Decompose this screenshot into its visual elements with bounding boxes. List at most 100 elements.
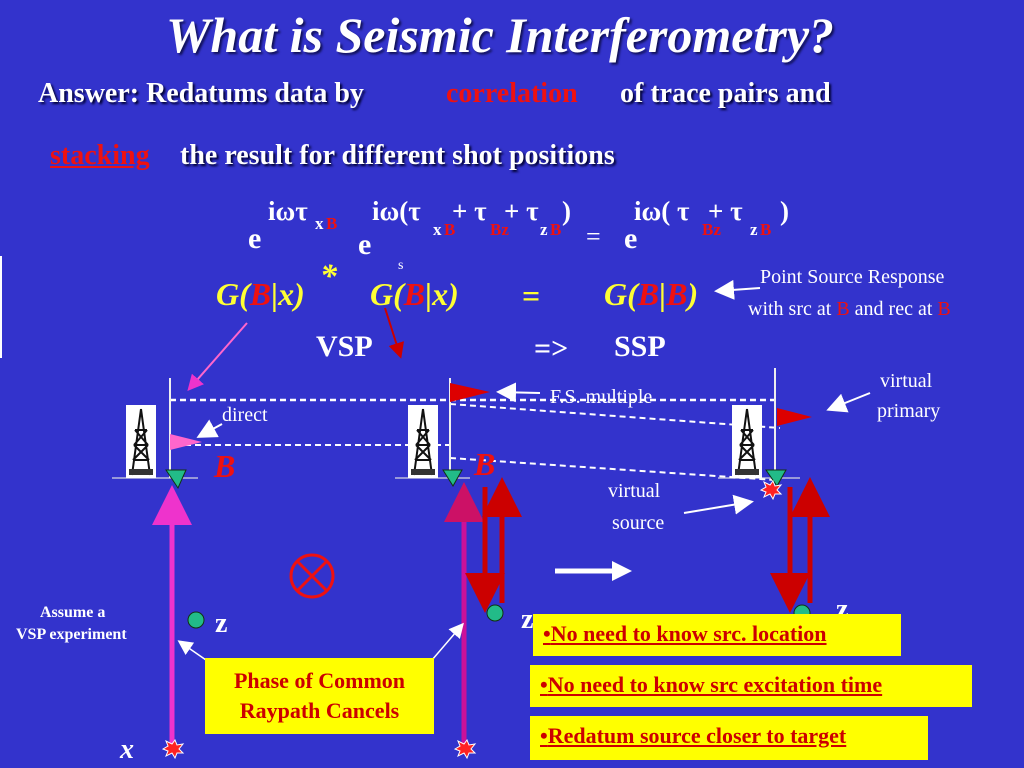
eq-exp2-sub3-z: z — [540, 220, 548, 239]
point-source-B1: B — [836, 298, 850, 320]
direct-flag-icon — [170, 434, 202, 450]
bullet-item-3: •Redatum source closer to target — [540, 723, 847, 748]
fs-flag-icon — [450, 383, 490, 402]
derrick-icon-right — [732, 405, 762, 478]
eq-e2: e — [358, 228, 372, 261]
eq-exp2-sub3-B: B — [550, 220, 562, 239]
pointer-g2-to-fs — [384, 307, 404, 359]
B-label-mid: B — [474, 446, 496, 482]
virtual-primary-label-1: virtual — [880, 370, 933, 392]
answer-part2: of trace pairs and — [620, 78, 831, 109]
receiver-icon-left — [165, 469, 187, 490]
phase-cancels-box: Phase of Common Raypath Cancels — [205, 658, 434, 734]
vsp-label: VSP — [316, 330, 373, 363]
green-g1-pre: G( — [216, 276, 250, 312]
eq-exp2-close: ) — [562, 196, 571, 226]
direct-label: direct — [222, 404, 268, 426]
assume-label-1: Assume a — [40, 604, 106, 621]
eq-exp1: iωτ — [268, 196, 308, 226]
eq-exp1-sub-B: B — [326, 214, 338, 233]
receiver-icon-right — [765, 469, 787, 487]
answer-stacking: stacking — [50, 140, 150, 171]
derrick-icon-left — [126, 405, 156, 478]
green-g3: G(B|B) — [604, 276, 698, 313]
eq-exp2-sub2: Bz — [490, 220, 509, 239]
assume-label-2: VSP experiment — [16, 626, 127, 643]
fs-multiple-label: F.S. multiple — [550, 386, 653, 408]
bullet-box-3: •Redatum source closer to target — [530, 716, 928, 760]
bullet-box-1: •No need to know src. location — [533, 614, 901, 656]
reflection-path — [449, 457, 776, 481]
conjugate-star: * — [320, 258, 337, 295]
bullet-item-1: •No need to know src. location — [543, 621, 827, 646]
green-g3-pre: G( — [604, 276, 638, 312]
answer-part1: Answer: Redatums data by — [38, 78, 364, 109]
pointer-direct — [196, 419, 223, 438]
ssp-label: SSP — [614, 330, 666, 363]
eq-exp2-plus2: + τ — [504, 196, 539, 226]
green-g1-post: |x) — [271, 276, 305, 312]
green-g2-post: |x) — [425, 276, 459, 312]
eq-exp2-sub1-B: B — [444, 220, 456, 239]
virtual-source-label-2: source — [612, 512, 665, 534]
green-g2: G(B|x) — [370, 276, 459, 313]
answer-part3: the result for different shot positions — [180, 140, 615, 171]
receiver-icon-mid — [442, 469, 463, 487]
eq-exp3-close: ) — [780, 196, 789, 226]
eq-exp2-open: iω(τ — [372, 196, 421, 226]
B-label-left: B — [214, 448, 236, 484]
depth-point-icon-left — [187, 611, 205, 629]
virtual-primary-path — [449, 403, 781, 429]
eq-equals-small: = — [586, 222, 601, 251]
z-label-left: z — [215, 608, 228, 639]
pointer-virtual-primary — [826, 392, 871, 413]
green-g2-pre: G( — [370, 276, 404, 312]
eq-e1: e — [248, 222, 262, 255]
point-source-line2: with src at B and rec at B — [748, 298, 951, 321]
virtual-primary-flag-icon — [777, 408, 812, 426]
point-source-B2: B — [937, 298, 951, 320]
virtual-source-label-1: virtual — [608, 480, 661, 502]
pointer-point-source — [714, 279, 761, 300]
eq-exp3-sub2-B: B — [760, 220, 772, 239]
z-label-mid: z — [521, 604, 534, 635]
vsp-ssp-arrow: => — [534, 332, 569, 365]
point-source-pre: with src at — [748, 298, 832, 320]
pointer-phase-left — [177, 640, 207, 661]
green-g3-B2: B — [666, 276, 688, 312]
eq-exp1-sub-x: x — [315, 214, 324, 233]
transform-arrow-icon — [612, 561, 632, 581]
x-label: x — [120, 734, 134, 765]
correlation-symbol-icon — [289, 553, 335, 599]
pointer-virtual-source — [683, 494, 754, 515]
eq-s-sub: s — [398, 258, 404, 273]
pointer-g1-to-direct — [187, 322, 248, 392]
page-title: What is Seismic Interferometry? — [165, 7, 835, 63]
source-explosion-icon-left — [161, 738, 185, 760]
green-g1: G(B|x) — [216, 276, 305, 313]
point-source-line1: Point Source Response — [760, 266, 945, 288]
pointer-phase-right — [431, 622, 464, 661]
virtual-primary-label-2: primary — [877, 400, 941, 422]
virtual-source-explosion-icon — [759, 479, 783, 501]
point-source-mid: and rec at — [854, 298, 933, 320]
source-explosion-icon-mid — [453, 738, 477, 760]
green-g2-B: B — [403, 276, 426, 312]
green-g3-bar: | — [659, 276, 667, 312]
green-g1-B: B — [249, 276, 272, 312]
eq-exp3-sub1: Bz — [702, 220, 721, 239]
eq-exp2-plus1: + τ — [452, 196, 487, 226]
bullet-item-2: •No need to know src excitation time — [540, 672, 883, 697]
depth-point-icon-mid — [486, 604, 504, 622]
green-equals: = — [522, 278, 541, 314]
pointer-fs-multiple — [496, 382, 541, 403]
eq-exp2-sub1-x: x — [433, 220, 442, 239]
phase-box-line2: Raypath Cancels — [239, 698, 400, 723]
green-g3-B1: B — [637, 276, 660, 312]
bullet-box-2: •No need to know src excitation time — [530, 665, 972, 707]
phase-box-line1: Phase of Common — [233, 668, 406, 693]
eq-exp3-plus: + τ — [708, 196, 743, 226]
derrick-icon-mid — [408, 405, 438, 478]
eq-exp3-sub2-z: z — [750, 220, 758, 239]
